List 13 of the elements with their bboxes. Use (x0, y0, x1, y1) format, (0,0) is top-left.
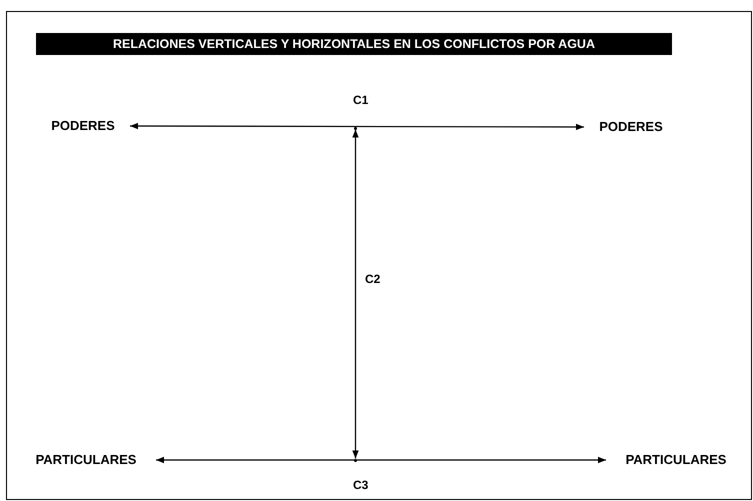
edge-label: C3 (352, 478, 370, 492)
edge-label: C2 (364, 272, 382, 286)
node-label: PODERES (40, 116, 126, 136)
junction-point (354, 126, 357, 130)
junction-point (354, 458, 357, 462)
double-arrow (130, 122, 584, 130)
node-label: PODERES (588, 117, 674, 137)
edge-label: C1 (352, 93, 370, 107)
double-arrow (156, 456, 606, 464)
node-label: PARTICULARES (20, 450, 152, 470)
title-banner: RELACIONES VERTICALES Y HORIZONTALES EN LOS CONFLICTOS POR AGUA (36, 33, 672, 55)
node-label: PARTICULARES (610, 450, 742, 470)
double-arrow (352, 130, 359, 458)
